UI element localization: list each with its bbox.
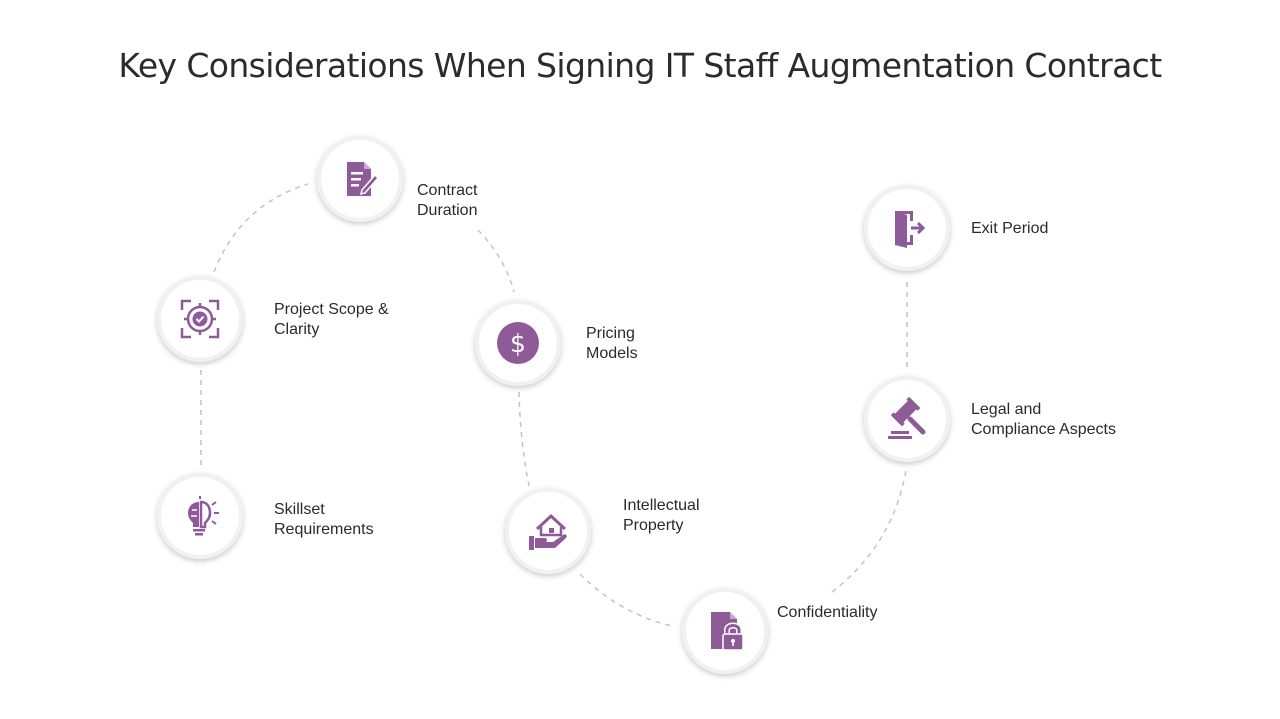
svg-text:$: $ (510, 329, 526, 358)
connector-confidentiality-legal (831, 469, 907, 593)
file-lock-icon (711, 612, 744, 651)
document-edit-icon (347, 162, 380, 196)
project-scope-node (157, 276, 243, 362)
confidentiality-node (682, 588, 768, 674)
pricing-label: Pricing Models (586, 325, 638, 362)
legal-label: Legal and Compliance Aspects (971, 401, 1116, 438)
dollar-icon: $ (497, 322, 539, 364)
ip-label: Intellectual Property (623, 497, 700, 534)
exit-door-icon (895, 211, 926, 248)
confidentiality-label: Confidentiality (777, 604, 878, 621)
ip-node (505, 488, 591, 574)
brain-bulb-icon (188, 496, 219, 536)
connector-scope-duration (213, 183, 309, 273)
legal-node (864, 376, 950, 462)
gavel-icon (888, 397, 926, 439)
connector-pricing-ip (518, 391, 530, 487)
pricing-node: $ (475, 300, 561, 386)
project-scope-label: Project Scope & Clarity (274, 301, 389, 338)
connector-ip-confidentiality (579, 573, 673, 627)
target-check-icon (180, 299, 220, 339)
house-hand-icon (529, 513, 567, 550)
page-title: Key Considerations When Signing IT Staff… (118, 46, 1162, 85)
skillset-label: Skillset Requirements (274, 501, 374, 538)
skillset-node (157, 473, 243, 559)
contract-duration-node (317, 136, 403, 222)
exit-node (864, 185, 950, 271)
exit-label: Exit Period (971, 220, 1049, 237)
contract-duration-label: Contract Duration (417, 182, 478, 219)
connector-duration-pricing (477, 229, 515, 293)
